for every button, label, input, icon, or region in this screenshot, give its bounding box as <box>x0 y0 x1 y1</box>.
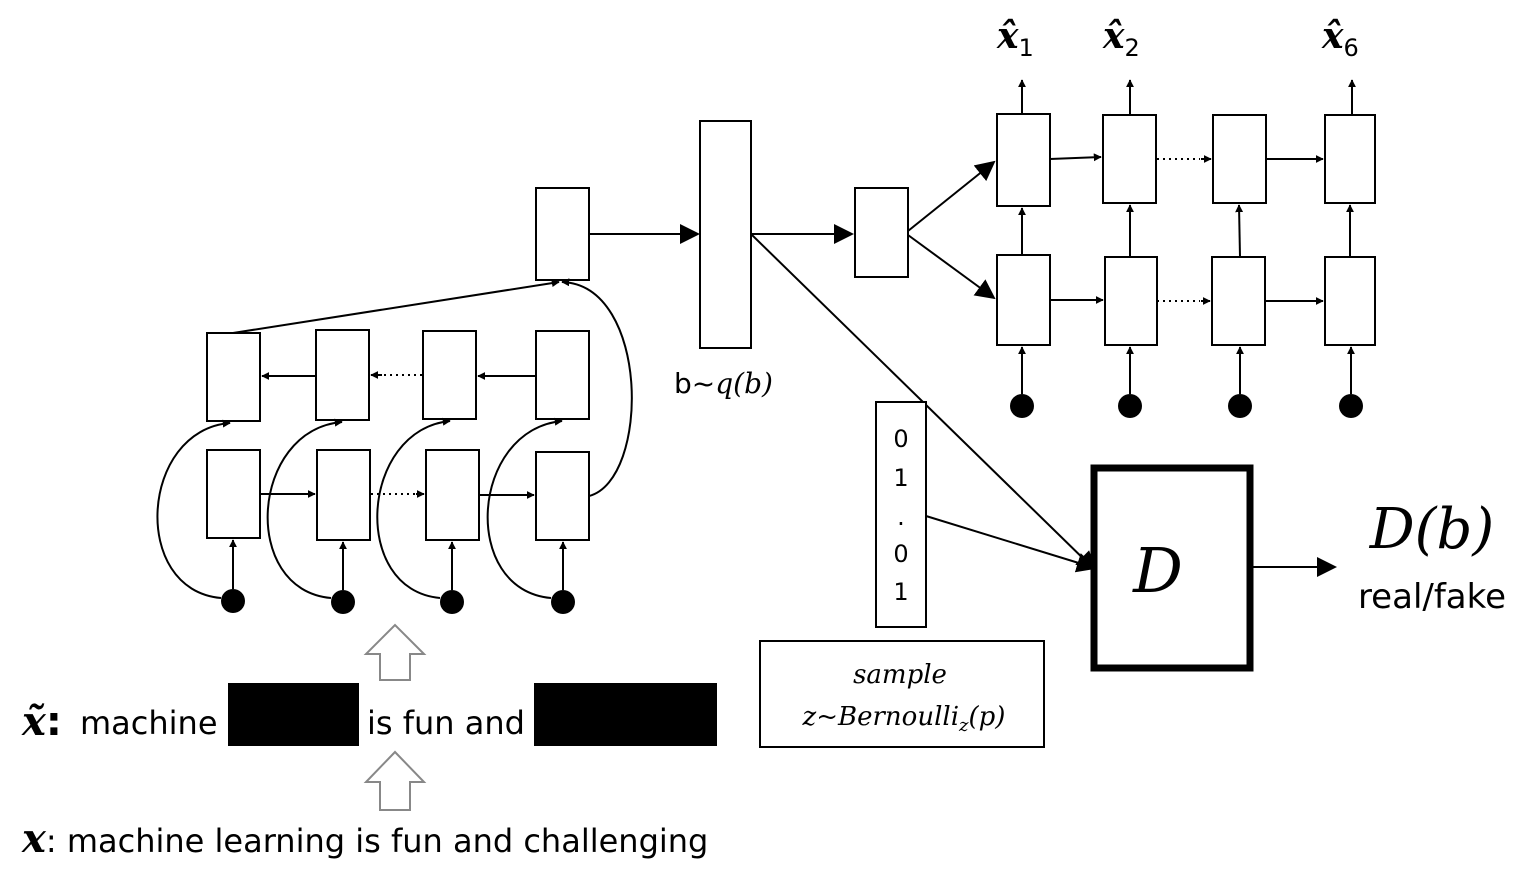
sample-vector-value-2: 1 <box>893 464 908 492</box>
masked-word-1: machine <box>80 704 218 742</box>
decoder-vertical-3 <box>1235 204 1244 258</box>
output-token-6: x̂6 <box>1321 15 1359 62</box>
sample-vector-box <box>875 401 927 628</box>
input-sentences: x̃: machine is fun and x: machine learni… <box>21 623 717 862</box>
encoder-forward-cell-3 <box>425 449 480 541</box>
encoder-backward-to-summary <box>232 279 560 334</box>
decoder-top-cell-4 <box>1324 114 1376 204</box>
sample-vector-value-5: 1 <box>893 578 908 606</box>
hollow-arrow-upper <box>363 623 427 681</box>
masked-symbol: x̃: <box>21 698 62 745</box>
latent: b~q(b) <box>589 120 1097 572</box>
mask-block-2 <box>534 683 717 746</box>
encoder-input-dot-3 <box>440 590 464 614</box>
encoder-input-dot-1 <box>221 589 245 613</box>
real-fake-label: real/fake <box>1358 577 1506 617</box>
decoder-branch-bottom <box>907 234 996 300</box>
decoder-input-dot-2 <box>1118 394 1142 418</box>
bernoulli-box <box>759 640 1045 748</box>
sample-to-discriminator-arrow <box>925 515 1097 573</box>
decoder-input-dot-1 <box>1010 394 1034 418</box>
encoder-skip-curve-1 <box>156 419 231 599</box>
decoder-top-arrow-1 <box>1049 153 1102 162</box>
decoder-bottom-cell-1 <box>996 254 1051 346</box>
bernoulli-sample-word: sample <box>853 660 947 690</box>
decoder-bottom-cell-4 <box>1324 256 1376 346</box>
encoder-input-dot-2 <box>331 590 355 614</box>
bernoulli-sample: 0 1 . 0 1 sample z~Bernoulliz(p) <box>759 401 1097 748</box>
decoder-bottom-cell-2 <box>1104 256 1158 346</box>
sample-vector-value-1: 0 <box>893 425 908 453</box>
encoder-backward-cell-1 <box>206 332 261 422</box>
discriminator-output-label: D(b) <box>1369 497 1494 562</box>
encoder-forward-cell-2 <box>316 449 371 541</box>
decoder-input-dot-4 <box>1339 394 1363 418</box>
encoder-backward-cell-4 <box>535 330 590 420</box>
discriminator: D D(b) real/fake <box>1090 464 1506 672</box>
decoder-top-cell-1 <box>996 113 1051 207</box>
encoder-forward-cell-1 <box>206 449 261 539</box>
decoder-input-dot-3 <box>1228 394 1252 418</box>
encoder-backward-cell-2 <box>315 329 370 421</box>
discriminator-label: D <box>1132 534 1183 607</box>
encoder-skip-curve-3 <box>376 417 451 599</box>
original-sentence: x: machine learning is fun and challengi… <box>21 815 708 862</box>
masked-word-2: is fun and <box>367 704 525 742</box>
encoder-backward-cell-3 <box>422 330 477 420</box>
hollow-arrow-lower <box>363 750 427 811</box>
encoder-forward-to-summary <box>561 278 633 497</box>
encoder <box>156 187 633 614</box>
sample-vector-value-4: 0 <box>893 540 908 568</box>
decoder-top-cell-2 <box>1102 114 1157 204</box>
latent-sample-label: b~q(b) <box>674 367 773 400</box>
encoder-summary-cell <box>535 187 590 281</box>
decoder-top-cell-3 <box>1212 114 1267 204</box>
decoder-branch-top <box>907 160 996 232</box>
latent-b-cell <box>699 120 752 349</box>
bernoulli-formula: z~Bernoulliz(p) <box>802 702 1006 736</box>
discriminator-box <box>1090 464 1254 672</box>
encoder-skip-curve-2 <box>266 418 343 599</box>
sample-vector-value-3: . <box>897 503 905 531</box>
mask-block-1 <box>228 683 359 746</box>
encoder-forward-cell-4 <box>535 451 590 541</box>
output-token-2: x̂2 <box>1102 15 1140 62</box>
decoder: x̂1 x̂2 x̂6 <box>854 15 1376 418</box>
decoder-bottom-cell-3 <box>1211 256 1266 346</box>
encoder-skip-curve-4 <box>486 417 563 599</box>
decoder-input-cell <box>854 187 909 278</box>
encoder-input-dot-4 <box>551 590 575 614</box>
output-token-1: x̂1 <box>996 15 1034 62</box>
